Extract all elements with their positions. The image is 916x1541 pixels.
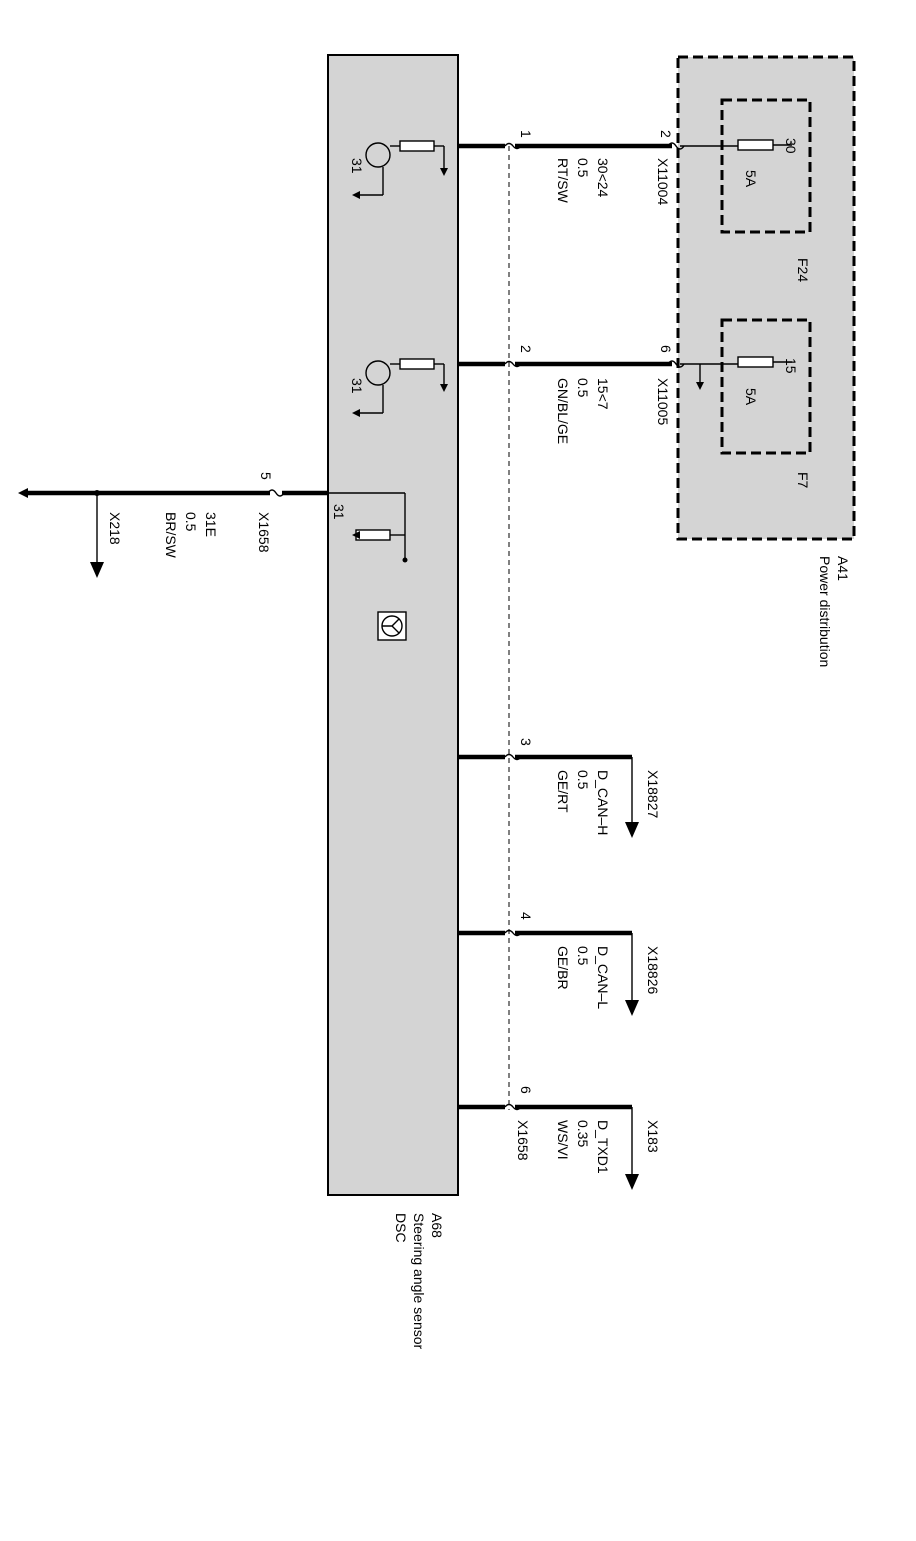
connector-x11005-symbol (667, 360, 685, 368)
signal-label-30-24: 30<24 (595, 158, 611, 198)
fuse-f24-terminal: 30 (783, 138, 799, 154)
connector-label-x1658: X1658 (256, 512, 272, 553)
pin-number-6: 6 (518, 1086, 534, 1094)
steering-wheel-spokes-icon (382, 618, 400, 634)
fuse-f24-rating: 5A (743, 170, 759, 188)
ground-2-icon (352, 409, 360, 417)
power-distribution-name: Power distribution (817, 556, 833, 667)
fuse-f24-box (720, 98, 812, 234)
x18827-arrow-icon (625, 822, 639, 838)
pin-number-2: 2 (518, 345, 534, 353)
signal-label-d-can-l: D_CAN–L (595, 946, 611, 1009)
pin-number-4: 4 (518, 912, 534, 920)
signal-label-15-7: 15<7 (595, 378, 611, 410)
control-unit-system: DSC (393, 1213, 409, 1243)
pin1-arrow-icon (440, 168, 448, 176)
fuse-f7-box (720, 318, 812, 455)
x18826-arrow-icon (625, 1000, 639, 1016)
wire-color-4: GE/BR (555, 946, 571, 990)
connector-label-x18826: X18826 (645, 946, 661, 994)
resistor-2-icon (399, 358, 435, 370)
remote-pin-6: 6 (658, 345, 674, 353)
wire-color-3: GE/RT (555, 770, 571, 813)
x218-arrow-icon (90, 562, 104, 578)
power-distribution-id: A41 (835, 556, 851, 581)
wire-size-2: 0.5 (575, 378, 591, 398)
unit-connector-label-x1658: X1658 (515, 1120, 531, 1161)
pin-number-1: 1 (518, 130, 534, 138)
fuse-f7-id: F7 (795, 472, 811, 489)
wire-size-3: 0.5 (575, 770, 591, 790)
resistor-3-icon (355, 529, 391, 541)
ground-label-2: 31 (349, 378, 365, 394)
fuse-f7-rating: 5A (743, 388, 759, 406)
wire-size-1: 0.5 (575, 158, 591, 178)
transistor-1-icon (365, 142, 391, 168)
connector-x11004-symbol (667, 142, 685, 150)
ground-label-5: 31 (331, 504, 347, 520)
ground-3-icon (352, 531, 360, 539)
fuse-f24-id: F24 (795, 258, 811, 282)
wire-color-5: BR/SW (163, 512, 179, 559)
transistor-2-icon (365, 360, 391, 386)
ground-1-icon (352, 191, 360, 199)
pd-arrow-icon (696, 382, 704, 390)
signal-label-d-txd1: D_TXD1 (595, 1120, 611, 1174)
control-unit-id: A68 (429, 1213, 445, 1238)
wire-size-5: 0.5 (183, 512, 199, 532)
left-arrow-icon (18, 488, 28, 498)
signal-label-31e: 31E (203, 512, 219, 537)
control-unit-name: Steering angle sensor (411, 1213, 427, 1350)
resistor-1-icon (399, 140, 435, 152)
connector-label-x18827: X18827 (645, 770, 661, 818)
pin-number-3: 3 (518, 738, 534, 746)
ground-label-1: 31 (349, 158, 365, 174)
signal-label-d-can-h: D_CAN–H (595, 770, 611, 835)
fuse-f24-icon (737, 139, 774, 151)
connector-label-x11005: X11005 (655, 378, 671, 425)
connector-label-x183: X183 (645, 1120, 661, 1153)
remote-pin-2: 2 (658, 130, 674, 138)
fuse-f7-icon (737, 356, 774, 368)
wire-color-1: RT/SW (555, 158, 571, 204)
wire-size-6: 0.35 (575, 1120, 591, 1147)
wire-color-2: GN/BL/GE (555, 378, 571, 444)
connector-x1658-symbol (267, 489, 285, 497)
fuse-f7-terminal: 15 (783, 358, 799, 374)
destination-label-x218: X218 (107, 512, 123, 545)
pin-number-5: 5 (258, 472, 274, 480)
wire-color-6: WS/VI (555, 1120, 571, 1160)
x183-arrow-icon (625, 1174, 639, 1190)
wire-size-4: 0.5 (575, 946, 591, 966)
pin2-arrow-icon (440, 384, 448, 392)
junction-dot (402, 557, 408, 563)
connector-label-x11004: X11004 (655, 158, 671, 205)
